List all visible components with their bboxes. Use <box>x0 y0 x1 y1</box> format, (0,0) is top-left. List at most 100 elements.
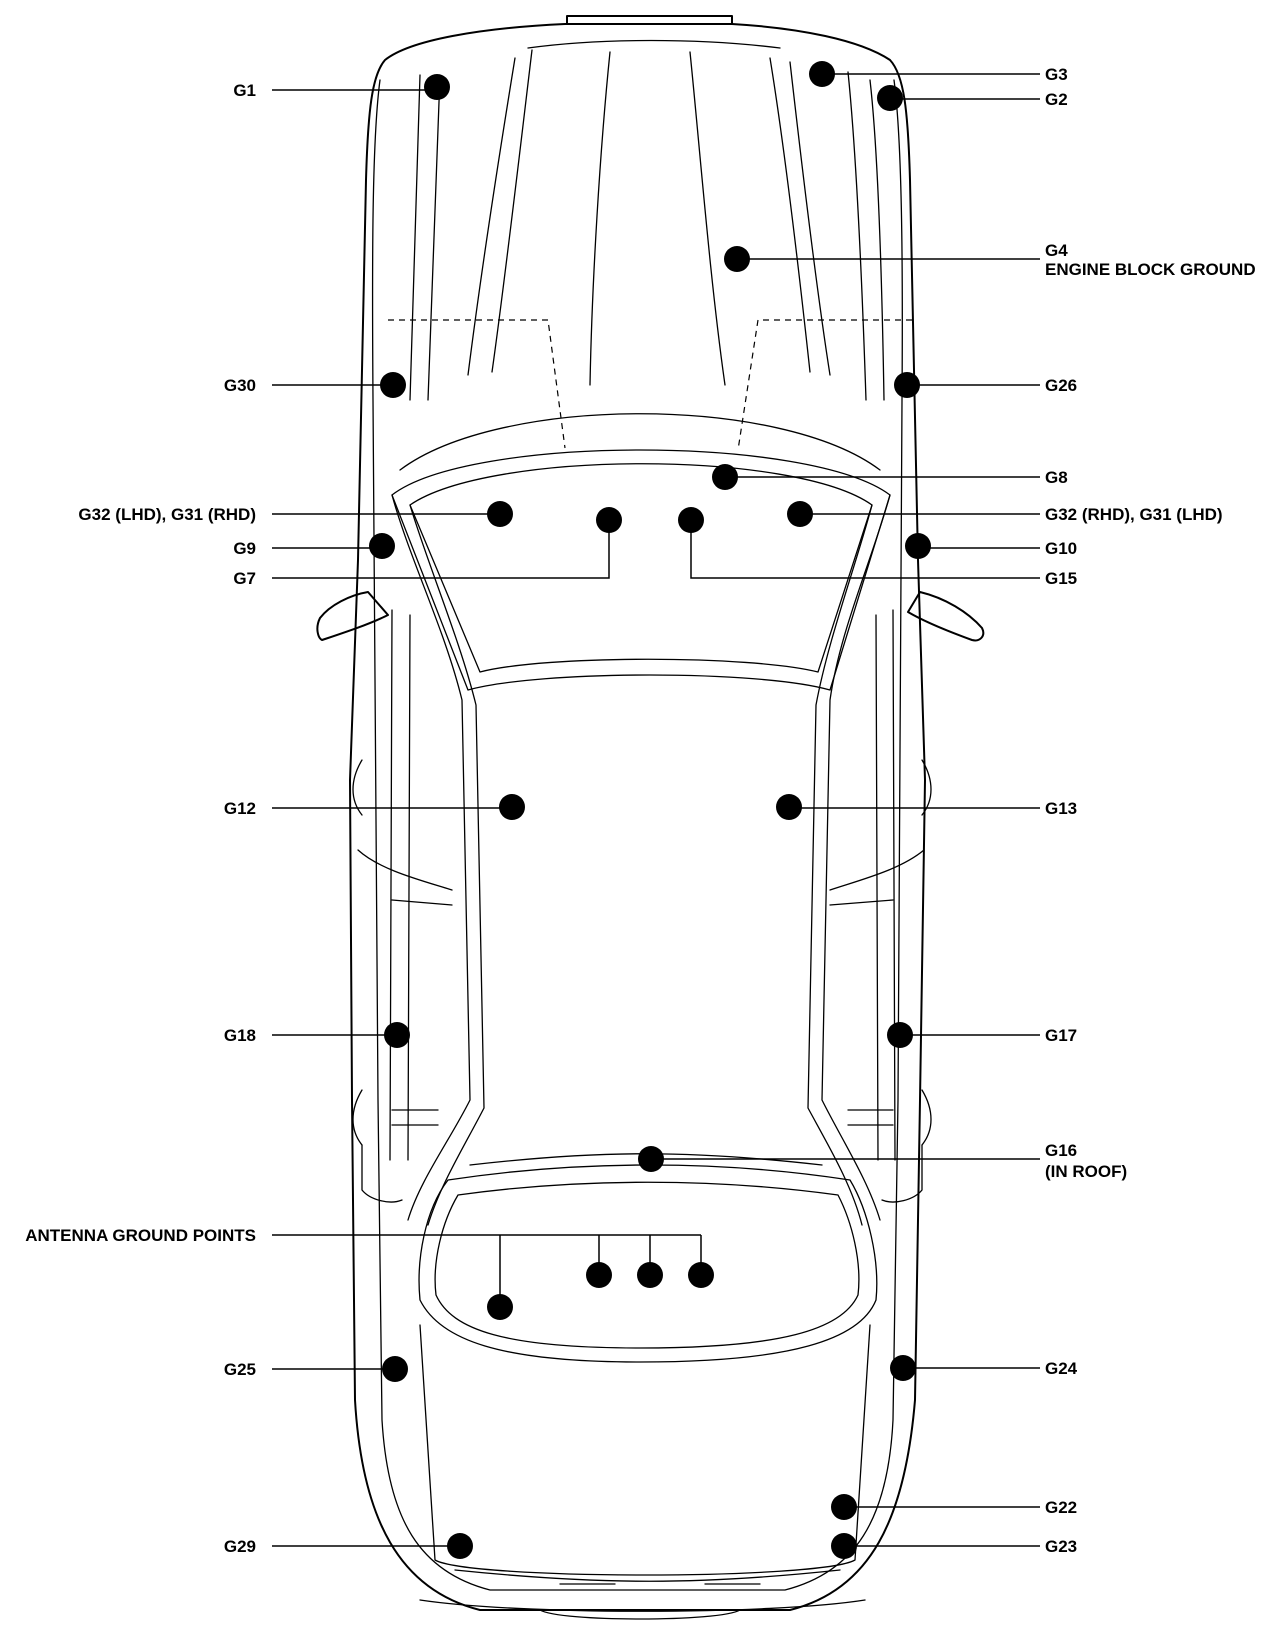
hood-line <box>847 71 867 401</box>
label-g26: G26 <box>1045 376 1077 395</box>
side-window-left <box>407 614 411 1161</box>
label-g23: G23 <box>1045 1537 1077 1556</box>
leader-g7 <box>272 520 610 579</box>
label-g12: G12 <box>224 799 256 818</box>
ground-point-g1 <box>424 74 450 100</box>
hood-line <box>409 74 421 401</box>
hood-line <box>769 57 811 373</box>
antenna-ground-point <box>487 1294 513 1320</box>
label-antenna-ground-points: ANTENNA GROUND POINTS <box>25 1226 256 1245</box>
car-body-inner-line <box>371 79 903 1591</box>
label-g16: G16 <box>1045 1141 1077 1160</box>
roof-rail-left-inner <box>409 504 485 1226</box>
rear-bumper <box>419 1599 866 1612</box>
ground-point-g9 <box>369 533 395 559</box>
ground-point-g2 <box>877 85 903 111</box>
hood-line <box>427 74 441 401</box>
roof-rail-right <box>821 494 891 1221</box>
mirror-left <box>316 591 389 641</box>
windshield-inner <box>409 463 873 673</box>
ground-point-g15 <box>678 507 704 533</box>
label-g4: G4 <box>1045 241 1068 260</box>
label-g8: G8 <box>1045 468 1068 487</box>
label-g16-description: (IN ROOF) <box>1045 1162 1127 1181</box>
ground-point-g12 <box>499 794 525 820</box>
engine-bay-dashed <box>388 319 566 449</box>
side-window-right <box>892 609 896 1161</box>
ground-point-g13 <box>776 794 802 820</box>
ground-point-g29 <box>447 1533 473 1559</box>
hood-line <box>869 79 885 401</box>
leader-lines <box>272 73 1040 1547</box>
hood-line <box>491 49 533 373</box>
ground-point-g26 <box>894 372 920 398</box>
b-pillar-right <box>847 1109 894 1126</box>
ground-points <box>369 61 931 1559</box>
label-g3: G3 <box>1045 65 1068 84</box>
ground-point-g18 <box>384 1022 410 1048</box>
label-g15: G15 <box>1045 569 1077 588</box>
door-handle-right <box>921 1089 932 1146</box>
label-g13: G13 <box>1045 799 1077 818</box>
trunk-outline <box>419 1324 871 1576</box>
engine-bay-dashed <box>737 319 912 451</box>
car-outline <box>316 15 985 1620</box>
label-g30: G30 <box>224 376 256 395</box>
side-window-right <box>875 614 879 1161</box>
labels: G1 G3 G2 G4 ENGINE BLOCK GROUND G30 G26 … <box>25 65 1255 1556</box>
front-bumper <box>566 15 733 25</box>
rear-window-outer <box>418 1164 878 1363</box>
roof-rail-right-inner <box>807 504 873 1226</box>
label-g32-rhd-g31-lhd: G32 (RHD), G31 (LHD) <box>1045 505 1223 524</box>
ground-point-g3 <box>809 61 835 87</box>
ground-point-g8 <box>712 464 738 490</box>
hood-line <box>789 61 831 376</box>
ground-point-g17 <box>887 1022 913 1048</box>
label-g10: G10 <box>1045 539 1077 558</box>
hood-line <box>589 51 611 386</box>
rear-bumper-center <box>539 1609 741 1620</box>
hood-line <box>467 57 516 376</box>
ground-point-g7 <box>596 507 622 533</box>
ground-point-g4 <box>724 246 750 272</box>
ground-point-g22 <box>831 1494 857 1520</box>
label-g4-description: ENGINE BLOCK GROUND <box>1045 260 1256 279</box>
door-seam-left <box>391 899 453 906</box>
door-handle-left <box>352 1089 363 1146</box>
label-g17: G17 <box>1045 1026 1077 1045</box>
hood-top-curve <box>527 39 781 49</box>
label-g22: G22 <box>1045 1498 1077 1517</box>
antenna-ground-point <box>688 1262 714 1288</box>
label-g7: G7 <box>233 569 256 588</box>
leader-g15 <box>690 520 1040 579</box>
ground-point-g32-rhd-g31-lhd <box>787 501 813 527</box>
ground-point-g25 <box>382 1356 408 1382</box>
label-g18: G18 <box>224 1026 256 1045</box>
door-seam-right <box>829 899 894 906</box>
door-seam-left <box>357 849 453 891</box>
windshield-outer <box>391 449 891 691</box>
label-g29: G29 <box>224 1537 256 1556</box>
ground-point-g10 <box>905 533 931 559</box>
cowl-line <box>399 413 881 471</box>
ground-point-g24 <box>890 1355 916 1381</box>
label-g1: G1 <box>233 81 256 100</box>
roof-rail-left <box>391 494 471 1221</box>
door-seam-right <box>829 849 925 891</box>
hood-line <box>689 51 726 386</box>
rear-window-inner <box>434 1181 860 1349</box>
car-body-outline <box>349 23 926 1611</box>
b-pillar-left <box>391 1109 439 1126</box>
label-g2: G2 <box>1045 90 1068 109</box>
ground-point-g30 <box>380 372 406 398</box>
trunk-inner <box>454 1569 841 1582</box>
mirror-right <box>907 591 985 642</box>
side-window-left <box>389 609 393 1161</box>
label-g32-lhd-g31-rhd: G32 (LHD), G31 (RHD) <box>78 505 256 524</box>
ground-point-g23 <box>831 1533 857 1559</box>
label-g25: G25 <box>224 1360 256 1379</box>
rear-quarter-left <box>361 1144 403 1203</box>
antenna-ground-point <box>586 1262 612 1288</box>
label-g24: G24 <box>1045 1359 1078 1378</box>
